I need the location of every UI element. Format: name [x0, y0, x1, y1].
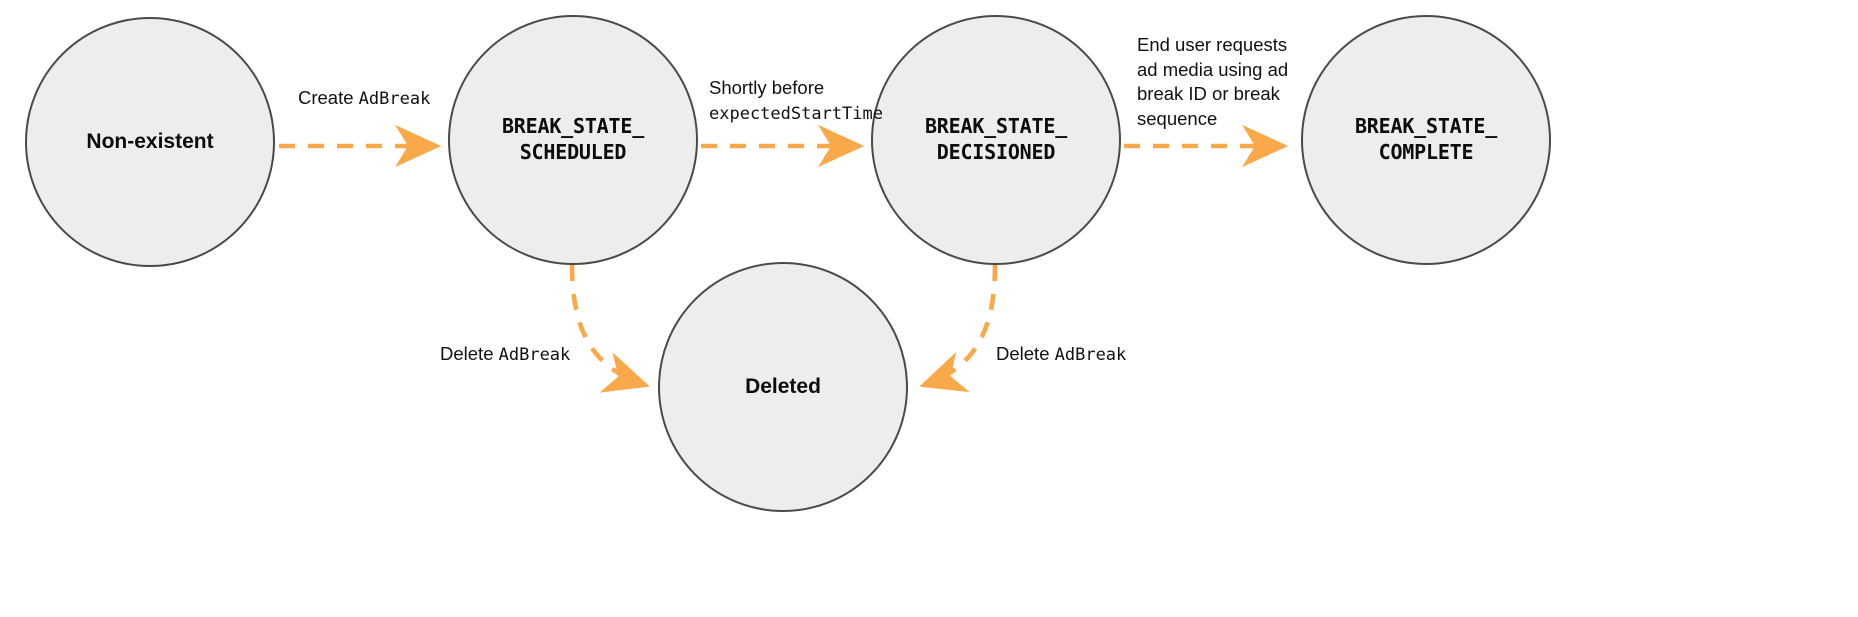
state-label-break-state-scheduled: BREAK_STATE_ SCHEDULED — [501, 114, 645, 164]
state-label-break-state-complete: BREAK_STATE_ COMPLETE — [1354, 114, 1498, 164]
text-token: Create — [298, 87, 359, 108]
edge-label-line: End user requests — [1137, 33, 1288, 58]
edge-label-line: expectedStartTime — [709, 101, 883, 126]
edge-label-line: Create AdBreak — [298, 86, 430, 111]
state-node-break-state-decisioned[interactable]: BREAK_STATE_ DECISIONED — [871, 15, 1121, 265]
text-token: Delete — [996, 343, 1055, 364]
text-token: Shortly before — [709, 77, 825, 98]
edge-delete-from-scheduled — [569, 264, 650, 393]
edge-delete-from-decisioned — [919, 264, 998, 393]
state-label-break-state-decisioned: BREAK_STATE_ DECISIONED — [924, 114, 1068, 164]
text-token: Delete — [440, 343, 499, 364]
text-token: ad media using ad — [1137, 58, 1289, 80]
edge-label-line: break ID or break — [1137, 82, 1288, 107]
edge-label-delete-from-scheduled: Delete AdBreak — [440, 342, 570, 367]
state-label-deleted: Deleted — [745, 374, 821, 398]
edge-label-create-adbreak: Create AdBreak — [298, 86, 430, 111]
code-token: AdBreak — [1054, 345, 1127, 365]
state-label-non-existent: Non-existent — [86, 129, 214, 153]
edge-label-line: ad media using ad — [1137, 58, 1288, 83]
edge-label-line: Shortly before — [709, 76, 883, 101]
edge-label-line: sequence — [1137, 107, 1288, 132]
state-node-non-existent[interactable]: Non-existent — [25, 17, 275, 267]
edge-label-line: Delete AdBreak — [996, 342, 1126, 367]
text-token: sequence — [1137, 107, 1218, 129]
text-token: break ID or break — [1137, 83, 1280, 105]
code-token: expectedStartTime — [709, 103, 883, 124]
edge-label-shortly-before: Shortly before expectedStartTime — [709, 76, 883, 125]
code-token: AdBreak — [498, 345, 571, 365]
state-node-break-state-scheduled[interactable]: BREAK_STATE_ SCHEDULED — [448, 15, 698, 265]
edge-label-delete-from-decisioned: Delete AdBreak — [996, 342, 1126, 367]
code-token: AdBreak — [358, 89, 431, 109]
edge-label-end-user-requests: End user requests ad media using ad break … — [1137, 33, 1288, 131]
state-node-deleted[interactable]: Deleted — [658, 262, 908, 512]
edge-label-line: Delete AdBreak — [440, 342, 570, 367]
text-token: End user requests — [1137, 34, 1288, 55]
state-node-break-state-complete[interactable]: BREAK_STATE_ COMPLETE — [1301, 15, 1551, 265]
